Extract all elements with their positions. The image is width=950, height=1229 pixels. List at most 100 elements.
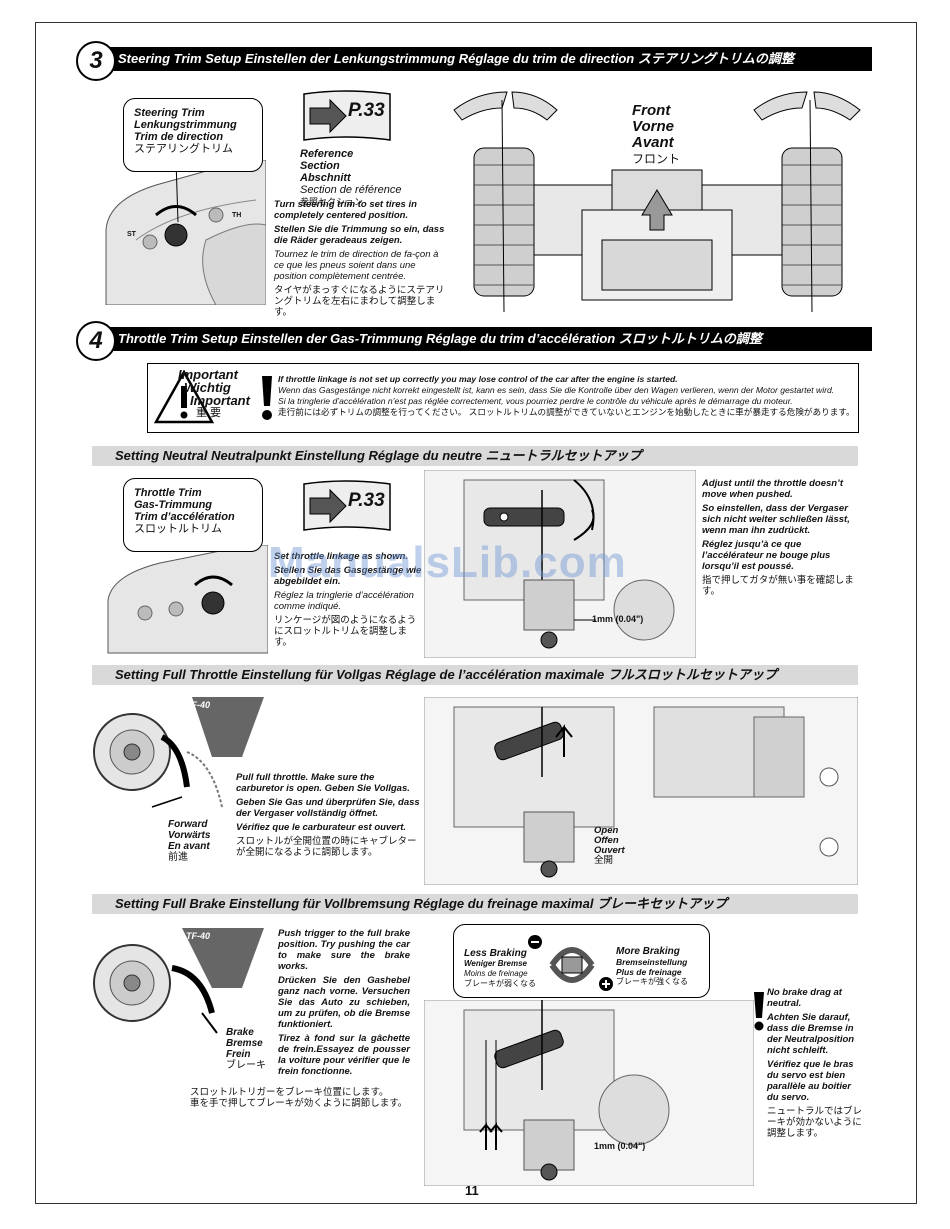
important-label-line: Important: [190, 393, 250, 408]
more-braking-label: More Braking Bremseinstellung Plus de fr…: [616, 947, 688, 987]
caution-text: ニュートラルではブレーキが効かないように調整します。: [767, 1106, 863, 1139]
instruction-text: Geben Sie Gas und überprüfen Sie, dass d…: [236, 797, 420, 819]
instruction-text: Stellen Sie die Trimmung so ein, dass di…: [274, 224, 445, 246]
instruction-text: Drücken Sie den Gashebel ganz nach vorne…: [278, 975, 410, 1030]
less-braking-line: Weniger Bremse: [464, 959, 527, 968]
more-braking-line: Plus de freinage: [616, 967, 682, 977]
st-label: ST: [127, 231, 136, 238]
watermark: ManualsLib.com: [268, 538, 627, 587]
full-brake-title: Setting Full Brake Einstellung für Vollb…: [92, 894, 858, 914]
th-label: TH: [232, 212, 242, 219]
page-reference-icon: [303, 480, 391, 531]
neutral-left-text: Set throttle linkage as shown. Stellen S…: [274, 551, 424, 651]
caution-text: Achten Sie darauf, dass die Bremse in de…: [767, 1012, 855, 1056]
front-label-line: フロント: [632, 152, 681, 166]
less-braking-line: Less Braking: [464, 948, 527, 959]
warning-line: Si la tringlerie d’accélération n’est pa…: [278, 396, 793, 406]
instruction-text: 車を手で押してブレーキが効くように調節します。: [190, 1098, 408, 1109]
brake-caution-text: No brake drag at neutral. Achten Sie dar…: [767, 987, 863, 1142]
brake-label-line: Frein: [226, 1049, 251, 1060]
forward-label-line: Forward: [168, 819, 208, 830]
more-braking-line: Bremseinstellung: [616, 957, 688, 967]
callout-line: ステアリングトリム: [134, 143, 233, 155]
important-label: Important Wichtig Important 重 要: [178, 368, 250, 420]
forward-label-line: Vorwärts: [168, 830, 211, 841]
page-frame: [35, 22, 917, 1204]
open-label-line: 全開: [594, 855, 614, 866]
caution-text: No brake drag at neutral.: [767, 987, 842, 1009]
full-throttle-linkage-drawing: [424, 697, 858, 885]
important-warning-box: Important Wichtig Important 重 要 If throt…: [147, 363, 859, 433]
gap-label: 1mm (0.04"): [592, 614, 644, 624]
front-label-line: Vorne: [632, 118, 674, 135]
brake-label-line: ブレーキ: [226, 1060, 266, 1071]
callout-line: Throttle Trim: [134, 487, 202, 499]
forward-label-line: En avant: [168, 841, 210, 852]
instruction-text: Vérifiez que le carburateur est ouvert.: [236, 822, 407, 833]
full-throttle-text: Pull full throttle. Make sure the carbur…: [236, 772, 420, 861]
open-label-line: Ouvert: [594, 845, 625, 856]
less-braking-line: ブレーキが弱くなる: [464, 979, 536, 988]
instruction-text: So einstellen, dass der Vergaser sich ni…: [702, 503, 850, 536]
exclamation-icon: [754, 992, 764, 1031]
transmitter-illustration: [105, 160, 266, 305]
brake-label-line: Bremse: [226, 1038, 263, 1049]
brake-label: Brake Bremse Frein ブレーキ: [226, 1027, 266, 1071]
important-label-line: Important: [178, 367, 238, 382]
less-braking-label: Less Braking Weniger Bremse Moins de fre…: [464, 949, 536, 989]
instruction-text: Réglez la tringlerie d’accélération comm…: [274, 590, 414, 612]
open-label: Open Offen Ouvert 全開: [594, 826, 625, 866]
gap-label: 1mm (0.04"): [594, 1141, 646, 1151]
neutral-right-text: Adjust until the throttle doesn’t move w…: [702, 478, 862, 600]
instruction-text: Push trigger to the full brake position.…: [278, 928, 410, 972]
reference-section: P.33: [300, 478, 394, 538]
instruction-text: Tirez à fond sur la gâchette de frein.Es…: [278, 1033, 410, 1077]
instruction-text: スロットルが全開位置の時にキャブレターが全開になるように調節します。: [236, 836, 417, 858]
radio-model-label: TF-40: [186, 700, 211, 710]
reference-label: Section de référence: [300, 184, 402, 196]
section-3-title: Steering Trim Setup Einstellen der Lenku…: [106, 47, 872, 71]
open-label-line: Offen: [594, 835, 619, 846]
callout-line: Trim de direction: [134, 131, 224, 143]
more-braking-line: More Braking: [616, 946, 680, 957]
instruction-text: Adjust until the throttle doesn’t move w…: [702, 478, 844, 500]
full-brake-text: Push trigger to the full brake position.…: [278, 928, 410, 1080]
important-label-line: Wichtig: [184, 380, 231, 395]
reference-page: P.33: [348, 490, 385, 511]
reference-label: 参照セクション: [300, 197, 364, 207]
open-label-line: Open: [594, 825, 619, 836]
neutral-title: Setting Neutral Neutralpunkt Einstellung…: [92, 446, 858, 466]
warning-text: If throttle linkage is not set up correc…: [278, 374, 858, 418]
callout-line: Lenkungstrimmung: [134, 119, 237, 131]
front-label-line: Avant: [632, 134, 674, 151]
instruction-text: Pull full throttle. Make sure the carbur…: [236, 772, 410, 794]
brake-label-line: Brake: [226, 1027, 254, 1038]
plus-icon: [599, 977, 613, 991]
less-braking-line: Moins de freinage: [464, 969, 528, 978]
transmitter-illustration: [107, 545, 268, 654]
car-chassis-drawing: [453, 91, 861, 312]
instruction-text: Turn steering trim to set tires in compl…: [274, 199, 417, 221]
instruction-text: 指で押してガタが無い事を確認します。: [702, 575, 854, 597]
reference-section: P.33 Reference Section Abschnitt Section…: [300, 88, 402, 208]
instruction-text: Set throttle linkage as shown.: [274, 551, 409, 562]
forward-label: Forward Vorwärts En avant 前進: [168, 819, 210, 863]
callout-line: Trim d’accélération: [134, 511, 235, 523]
instruction-text: Tournez le trim de direction de fa-çon à…: [274, 249, 439, 282]
transmitter-grip-illustration: [92, 928, 264, 1048]
radio-model-label: TF-40: [186, 931, 211, 941]
throttle-linkage-drawing: [424, 470, 696, 658]
section-4-title: Throttle Trim Setup Einstellen der Gas-T…: [106, 327, 872, 351]
brake-linkage-drawing: [424, 1000, 754, 1186]
exclamation-icon: [262, 376, 272, 420]
page-reference-icon: [303, 90, 391, 141]
reference-label: Abschnitt: [300, 172, 351, 184]
steering-trim-callout: Steering Trim Lenkungstrimmung Trim de d…: [123, 98, 263, 172]
front-label: Front Vorne Avant フロント: [632, 103, 680, 167]
reference-label: Reference Section: [300, 148, 354, 172]
adjust-rotation-icon: [549, 947, 595, 983]
minus-icon: [528, 935, 542, 949]
front-label-line: Front: [632, 102, 671, 119]
section-3-number: 3: [76, 41, 116, 81]
callout-line: スロットルトリム: [134, 523, 222, 535]
